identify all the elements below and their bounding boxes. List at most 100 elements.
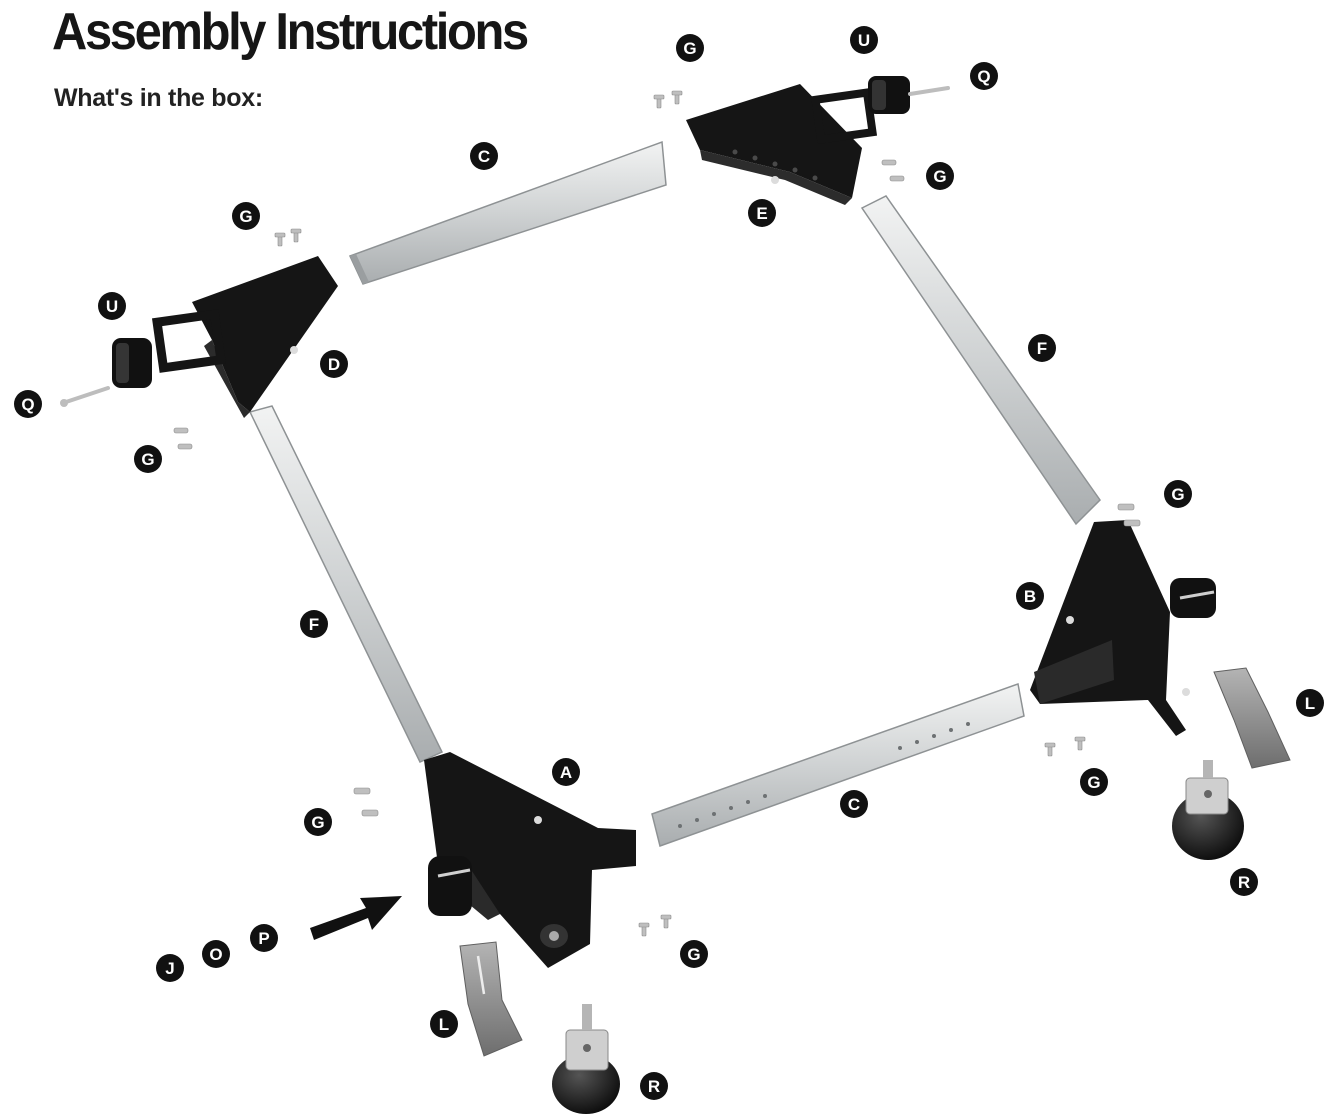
callout-o-part: O [202, 940, 230, 968]
callout-circle [552, 758, 580, 786]
callout-circle [202, 940, 230, 968]
callout-letter: Q [21, 395, 34, 414]
callout-r-bottom: R [640, 1072, 668, 1100]
callout-circle [840, 790, 868, 818]
callout-letter: G [141, 450, 154, 469]
callout-letter: G [933, 167, 946, 186]
callout-circle [970, 62, 998, 90]
callout-letter: B [1024, 587, 1036, 606]
knob-u-top [868, 76, 950, 114]
page-title: Assembly Instructions [52, 3, 529, 61]
callout-letter: F [309, 615, 319, 634]
callout-letter: J [165, 959, 174, 978]
caster-r-right [1172, 760, 1244, 860]
callout-letter: U [858, 31, 870, 50]
caster-r-bottom [552, 1004, 620, 1114]
callout-g-right-lower: G [1080, 768, 1108, 796]
callout-q-left: Q [14, 390, 42, 418]
callout-l-right: L [1296, 689, 1324, 717]
tube-f-left [248, 405, 444, 763]
callout-circle [156, 954, 184, 982]
callout-letter: G [687, 945, 700, 964]
arrow-pointer [310, 896, 402, 940]
callout-f-right: F [1028, 334, 1056, 362]
callout-g-left-lower: G [134, 445, 162, 473]
callout-circle [250, 924, 278, 952]
screws-left-lower [173, 427, 193, 450]
pedal-l-right [1213, 667, 1291, 769]
callout-d-bracket: D [320, 350, 348, 378]
callout-letter: G [239, 207, 252, 226]
tube-f-right [860, 195, 1101, 526]
callout-a-bracket: A [552, 758, 580, 786]
callout-letter: U [106, 297, 118, 316]
callout-l-bottom: L [430, 1010, 458, 1038]
callout-u-left: U [98, 292, 126, 320]
callout-letter: O [209, 945, 222, 964]
screws [173, 90, 1141, 937]
callout-circle [640, 1072, 668, 1100]
callout-letter: L [1305, 694, 1315, 713]
callout-letter: F [1037, 339, 1047, 358]
callout-q-top: Q [970, 62, 998, 90]
callout-circle [680, 940, 708, 968]
callout-circle [1164, 480, 1192, 508]
callout-circle [320, 350, 348, 378]
callout-letter: C [478, 147, 490, 166]
callout-j-part: J [156, 954, 184, 982]
callout-letter: G [1171, 485, 1184, 504]
callout-letter: A [560, 763, 572, 782]
callout-circle [1080, 768, 1108, 796]
callout-g-bottom: G [680, 940, 708, 968]
screws-bottom-left [353, 787, 379, 817]
callout-circle [304, 808, 332, 836]
callout-r-right: R [1230, 868, 1258, 896]
screws-left-top [274, 228, 302, 247]
bracket-b [1030, 520, 1216, 736]
callout-letter: R [648, 1077, 660, 1096]
callout-letter: P [258, 929, 269, 948]
callout-circle [1230, 868, 1258, 896]
callout-letter: C [848, 795, 860, 814]
tube-c-bottom [651, 682, 1025, 847]
callout-circle [1296, 689, 1324, 717]
callout-circle [850, 26, 878, 54]
page-subtitle: What's in the box: [54, 84, 263, 112]
callout-e-bracket: E [748, 199, 776, 227]
callout-letter: R [1238, 873, 1250, 892]
callout-letter: G [1087, 773, 1100, 792]
callout-circle [300, 610, 328, 638]
callout-b-bracket: B [1016, 582, 1044, 610]
callout-c-bottom: C [840, 790, 868, 818]
callout-letter: E [756, 204, 767, 223]
screws-right-lower [1044, 736, 1086, 757]
callout-u-top: U [850, 26, 878, 54]
callout-circle [98, 292, 126, 320]
screws-right [1117, 503, 1141, 527]
callout-letter: Q [977, 67, 990, 86]
callout-circle [1028, 334, 1056, 362]
callout-letter: G [683, 39, 696, 58]
callout-labels: G U Q C G E G U D Q G F G B L G R F A C G P O J G L R [14, 26, 1324, 1100]
callout-g-bottom-left: G [304, 808, 332, 836]
callout-letter: G [311, 813, 324, 832]
callout-f-left: F [300, 610, 328, 638]
bracket-a [424, 752, 636, 968]
callout-c-top: C [470, 142, 498, 170]
callout-g-right: G [1164, 480, 1192, 508]
screws-top-right [881, 159, 905, 182]
callout-g-top: G [676, 34, 704, 62]
callout-letter: D [328, 355, 340, 374]
callout-circle [676, 34, 704, 62]
callout-g-left: G [232, 202, 260, 230]
screws-top-left [653, 90, 683, 109]
callout-circle [470, 142, 498, 170]
tube-c-top [348, 140, 667, 285]
pedal-l-bottom [459, 941, 523, 1057]
callout-circle [134, 445, 162, 473]
callout-p-part: P [250, 924, 278, 952]
callout-g-top-right: G [926, 162, 954, 190]
callout-circle [232, 202, 260, 230]
screws-bottom [638, 914, 672, 937]
